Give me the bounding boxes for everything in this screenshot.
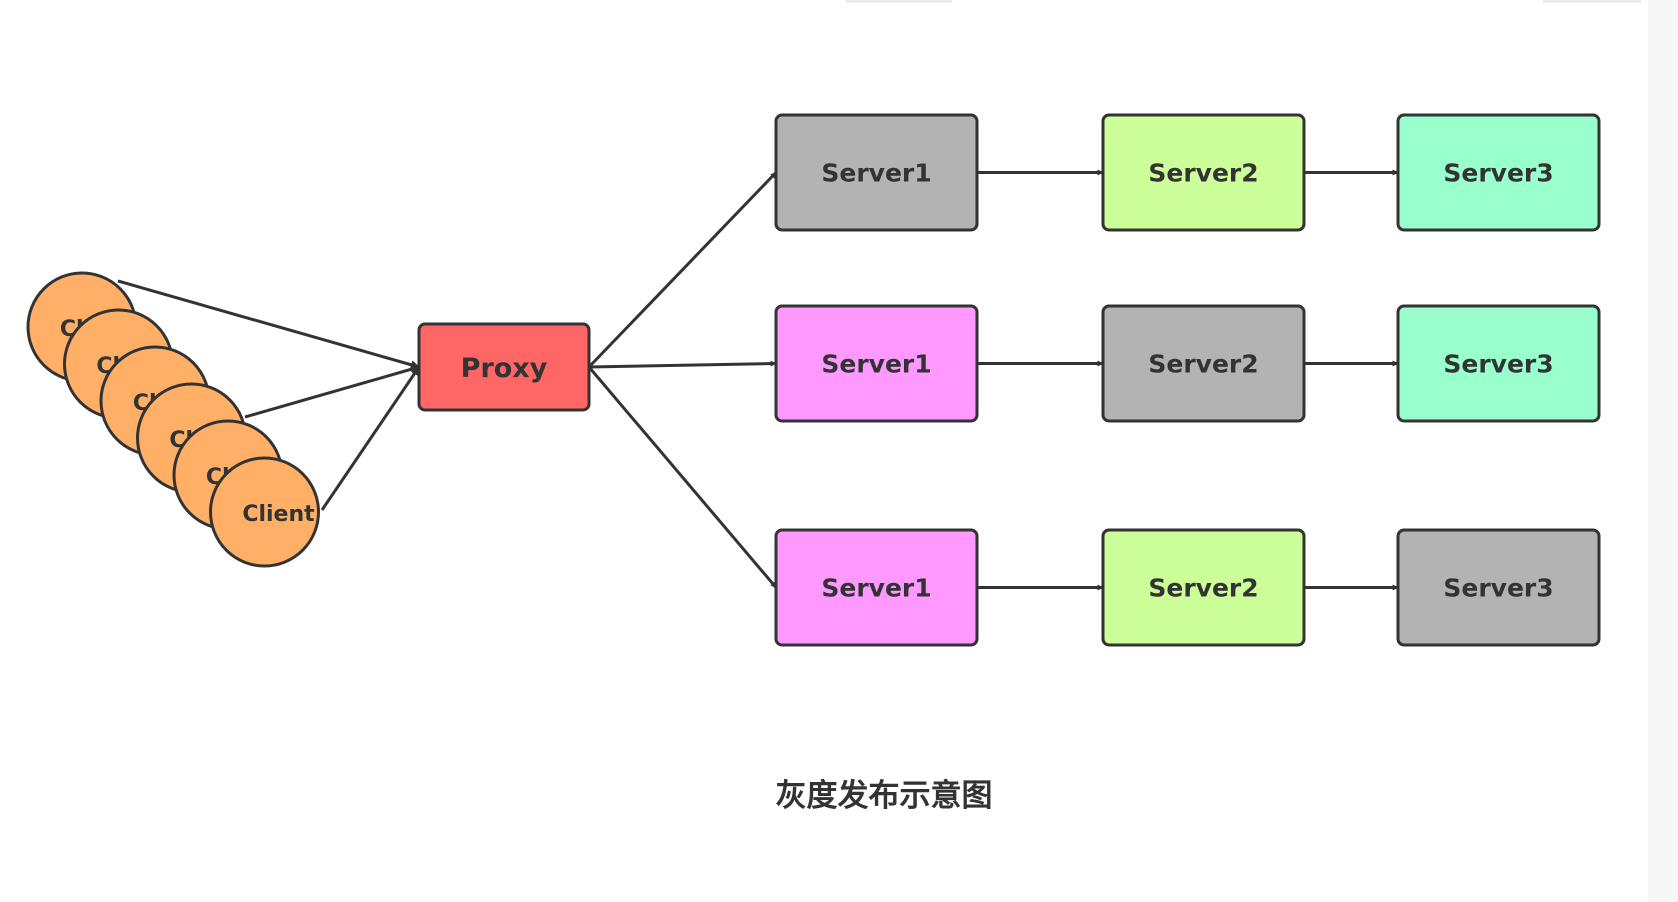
proxy-node: Proxy [417,322,591,412]
server-node: Server1 [774,113,979,232]
server-node: Server3 [1396,528,1601,647]
server-label: Server2 [1148,350,1258,379]
proxy-to-server-edge [587,171,778,369]
client-to-proxy-edge [320,366,421,511]
server-label: Server1 [821,350,931,379]
diagram-caption: 灰度发布示意图 [775,778,993,814]
client-node: Client [209,456,320,568]
proxy-to-server-edge [588,360,777,369]
proxy-to-server-edge [587,366,778,589]
proxy-label: Proxy [461,353,548,384]
server-label: Server2 [1148,159,1258,188]
server-label: Server3 [1443,159,1553,188]
server-node: Server3 [1396,113,1601,232]
client-to-proxy-edge [244,364,420,419]
server-node: Server2 [1101,304,1306,423]
server-label: Server3 [1443,574,1553,603]
client-stack: ClientClientClientClientClientClient [26,271,320,568]
server-node: Server2 [1101,113,1306,232]
server-node: Server3 [1396,304,1601,423]
client-to-proxy-edge [117,279,420,370]
server-label: Server1 [821,159,931,188]
server-node: Server2 [1101,528,1306,647]
server-label: Server1 [821,574,931,603]
edges [117,169,1399,591]
server-node: Server1 [774,528,979,647]
server-node: Server1 [774,304,979,423]
server-label: Server3 [1443,350,1553,379]
right-edge-strip [1648,0,1678,902]
server-label: Server2 [1148,574,1258,603]
client-label: Client [242,502,315,527]
